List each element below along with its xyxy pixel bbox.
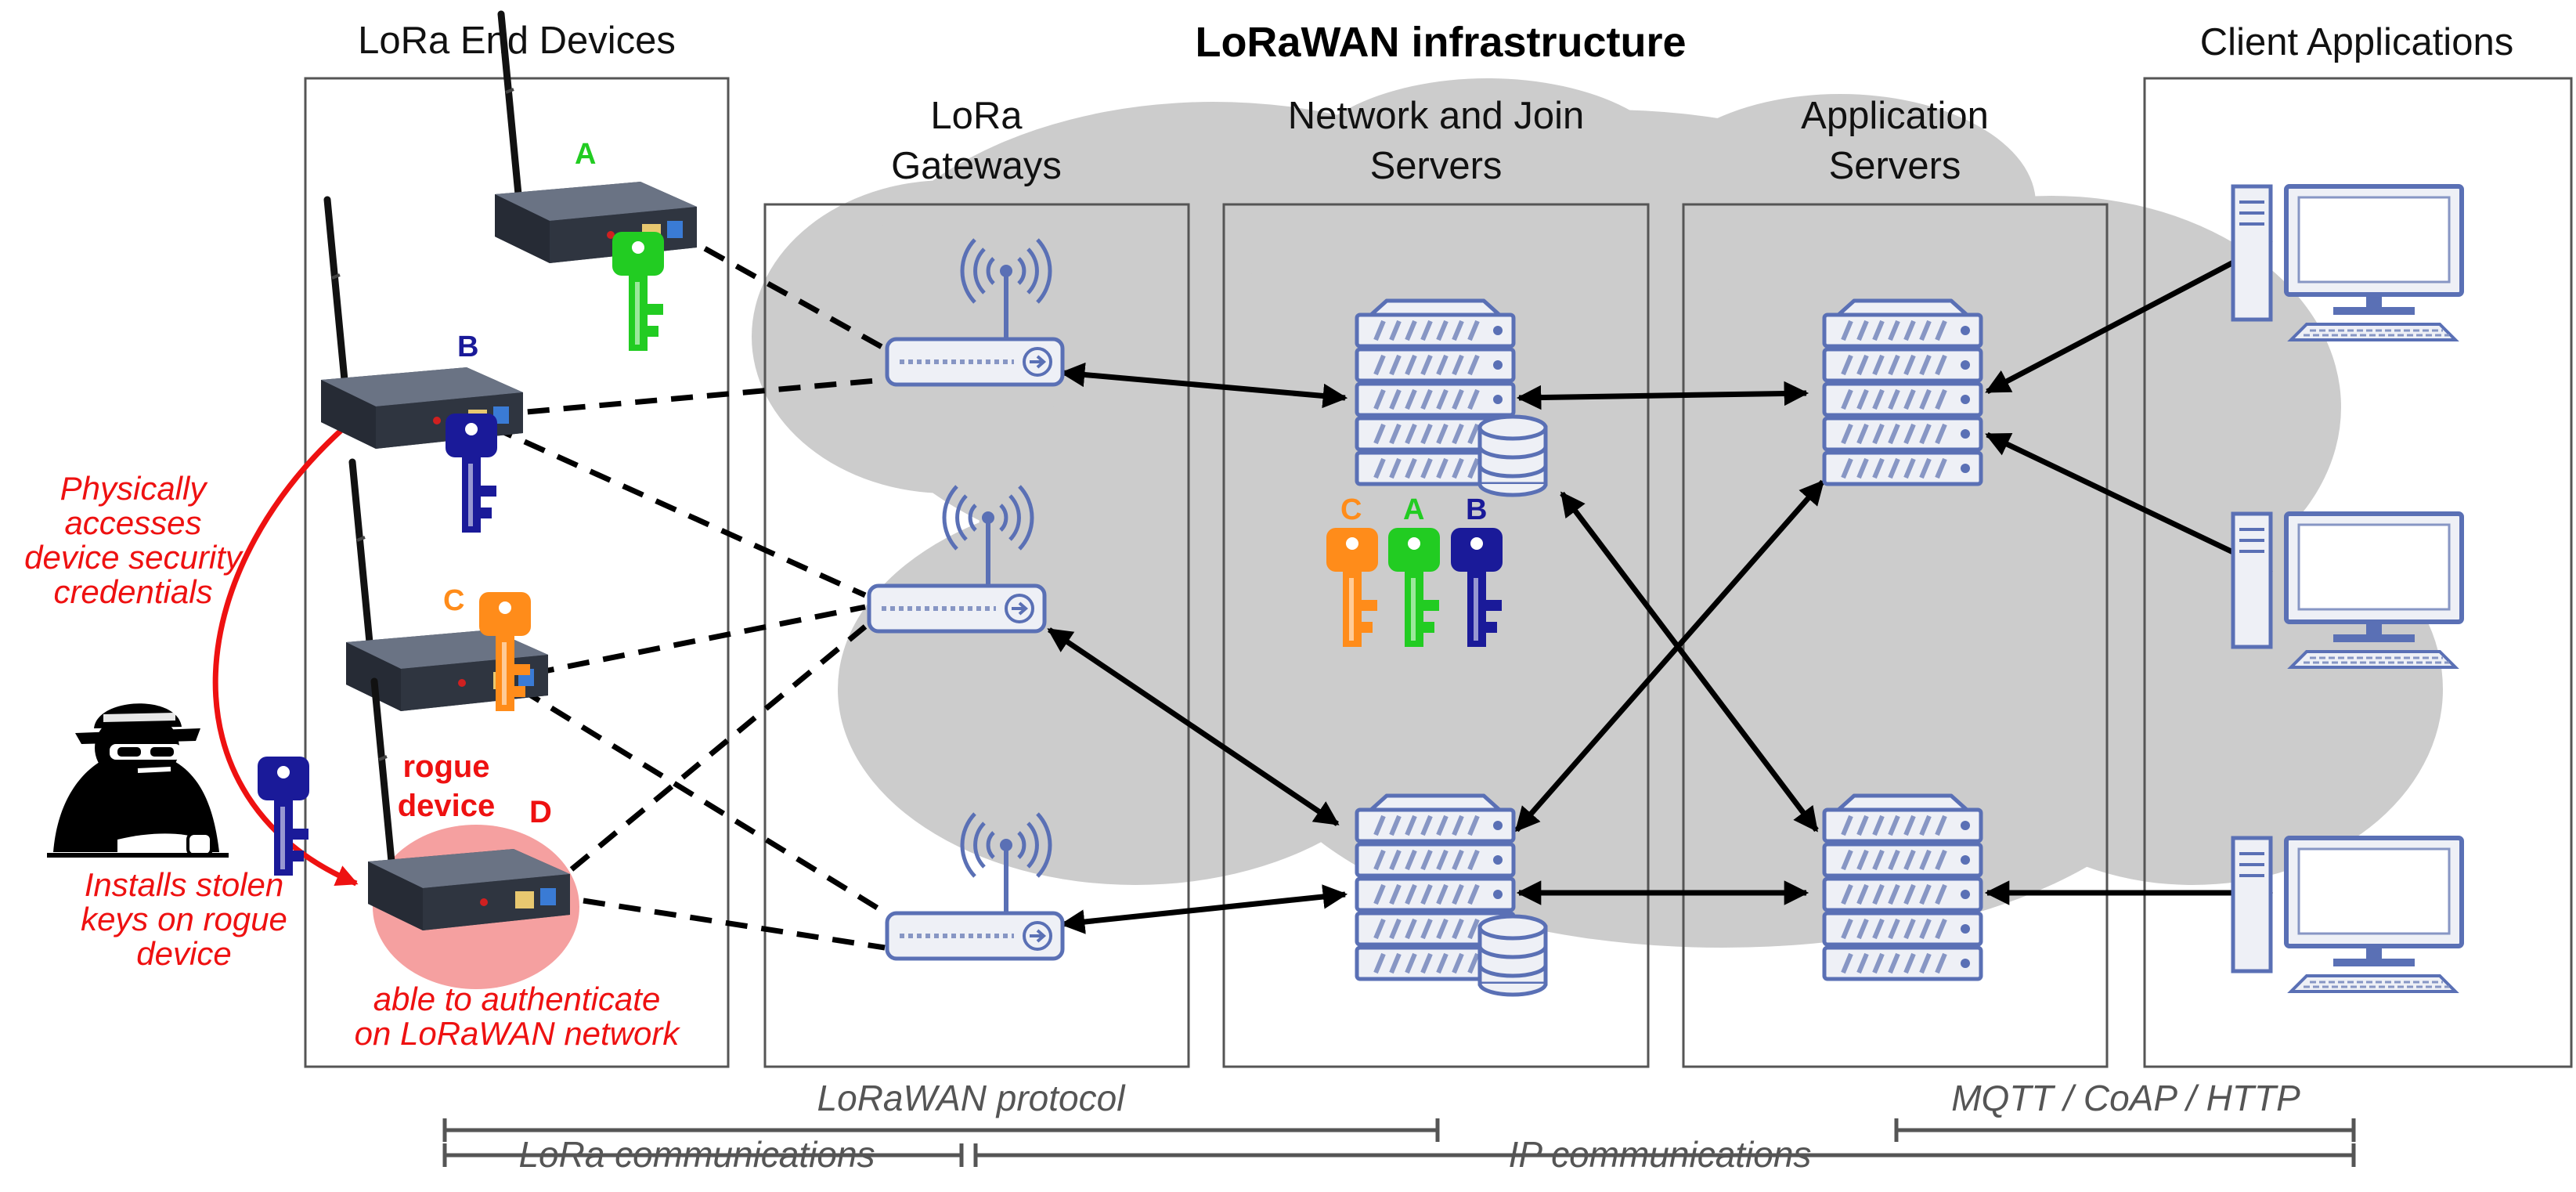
key-b-icon [446,414,497,533]
client-computer-icon-3 [2233,838,2462,992]
gateway-icon-3 [887,814,1063,959]
diagram-title: LoRaWAN infrastructure [1195,19,1687,66]
end-devices-heading: LoRa End Devices [358,20,676,62]
install-keys-line3: device [136,935,232,972]
device-c-label: C [443,584,465,617]
install-keys-line1: Installs stolen [84,866,284,903]
key-a-icon [612,232,664,351]
lorawan-protocol-bracket [442,1118,1440,1142]
physical-access-annotation: Physically accesses device security cred… [0,471,266,609]
physical-access-line1: Physically [60,470,207,507]
lorawan-protocol-label: LoRaWAN protocol [817,1078,1125,1118]
application-server-icon-1 [1824,301,1981,484]
authenticate-line1: able to authenticate [373,981,661,1017]
network-database-icon [1480,417,1546,495]
authenticate-line2: on LoRaWAN network [354,1015,680,1052]
lora-communications-label: LoRa communications [518,1134,875,1175]
network-join-heading: Network and Join Servers [1240,91,1632,191]
gateways-heading: LoRa Gateways [792,91,1160,191]
application-server-icon-2 [1824,796,1981,979]
server-key-c-label: C [1340,493,1362,526]
gateways-heading-line1: LoRa [930,95,1023,137]
device-b-label: B [457,331,479,363]
network-join-heading-line1: Network and Join [1287,95,1585,137]
lora-communications-bracket [442,1143,964,1167]
join-database-icon [1480,916,1546,995]
device-a-label: A [575,138,597,171]
application-servers-heading-line1: Application [1801,95,1989,137]
rogue-device-label-line2: device [397,789,496,823]
end-device-b [321,200,523,449]
hacker-icon [47,703,229,858]
ip-communications-bracket [973,1143,2356,1167]
install-keys-annotation: Installs stolen keys on rogue device [47,868,321,971]
lora-radio-links [490,228,886,951]
authenticate-annotation: able to authenticate on LoRaWAN network [329,982,705,1051]
gateways-heading-line2: Gateways [891,145,1062,187]
physical-access-line4: credentials [53,573,213,610]
install-keys-line2: keys on rogue [81,901,287,937]
physical-access-line3: device security [24,539,242,576]
end-devices-box [304,77,730,1068]
client-applications-heading: Client Applications [2199,21,2514,63]
network-join-heading-line2: Servers [1369,145,1503,187]
device-d-label: D [529,795,552,829]
ip-links [1047,240,2274,934]
client-applications-box [2143,77,2573,1068]
application-servers-heading: Application Servers [1699,91,2091,191]
ip-communications-label: IP communications [1508,1134,1812,1175]
physical-access-line2: accesses [64,504,202,541]
server-key-a-label: A [1403,493,1425,526]
application-servers-heading-line2: Servers [1828,145,1961,187]
client-computer-icon-1 [2233,186,2462,340]
server-key-b-label: B [1466,493,1488,526]
rogue-device-label-line1: rogue [402,750,490,784]
mqtt-coap-http-bracket [1894,1118,2356,1142]
rogue-device-label: rogue device [376,747,517,825]
mqtt-coap-http-label: MQTT / CoAP / HTTP [1951,1078,2300,1118]
